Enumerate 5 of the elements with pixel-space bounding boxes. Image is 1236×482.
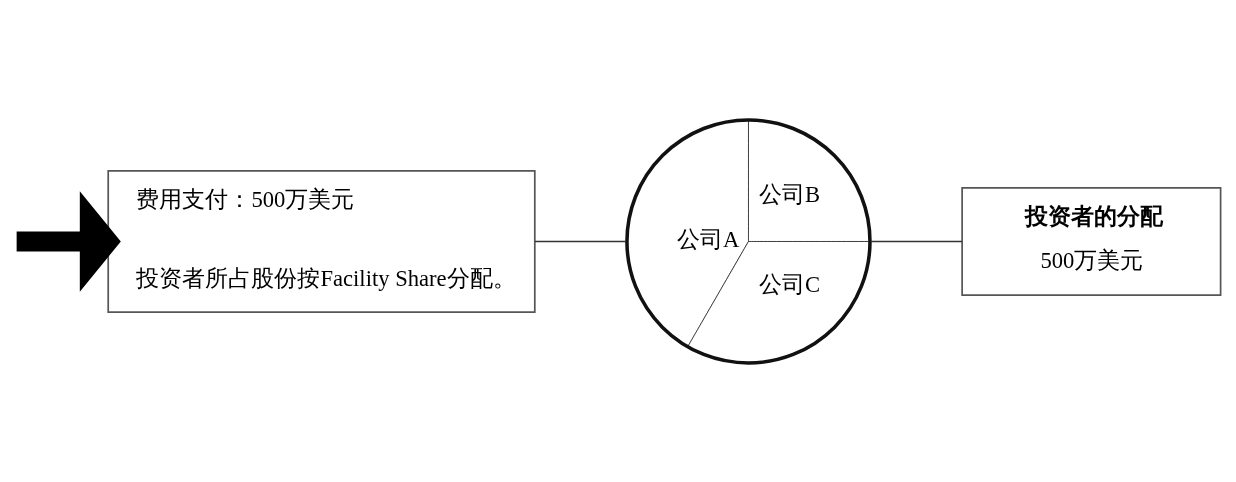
connector xyxy=(534,240,627,242)
connector xyxy=(870,240,963,242)
node-box: 投资者的分配 500万美元 xyxy=(961,186,1222,296)
arrow xyxy=(16,190,121,292)
node-box: 费用支付：500万美元 投资者所占股份按Facility Share分配。 xyxy=(107,169,536,313)
